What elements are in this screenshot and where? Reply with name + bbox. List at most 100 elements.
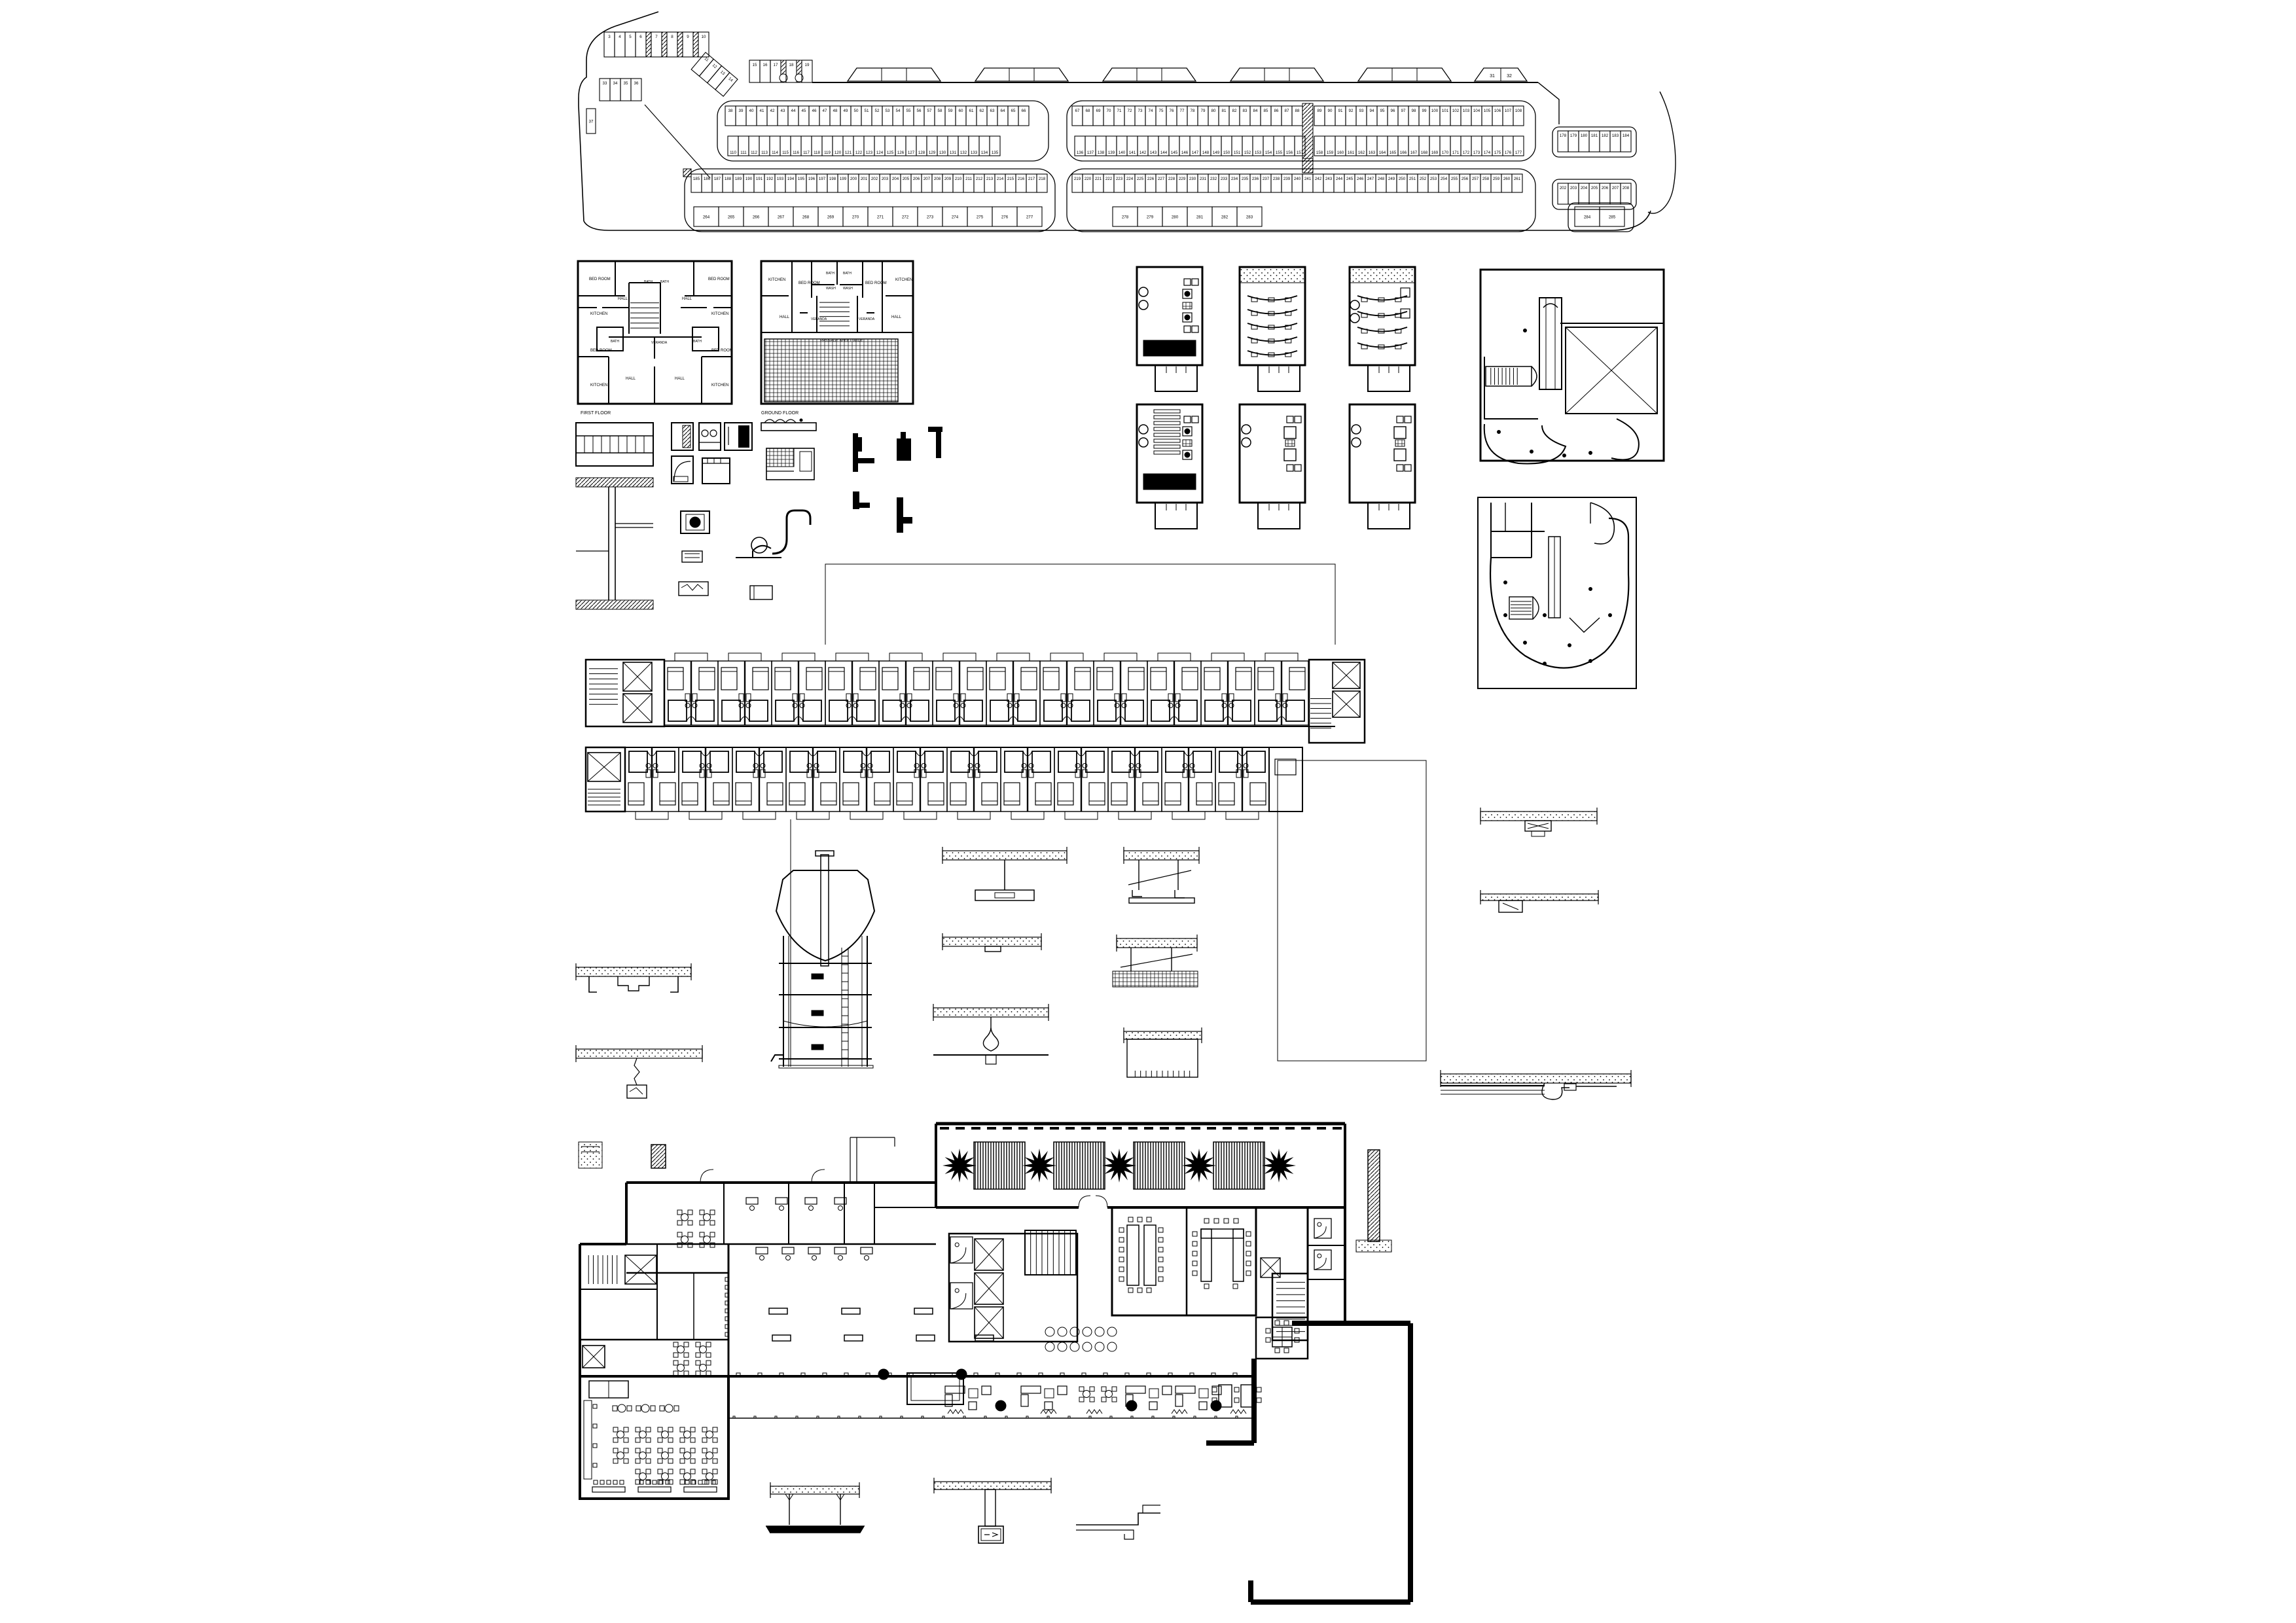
- svg-text:260: 260: [1503, 177, 1511, 181]
- room-label: WASH: [843, 287, 853, 291]
- room-label: BATH: [693, 340, 702, 344]
- svg-text:249: 249: [1388, 177, 1395, 181]
- svg-text:228: 228: [1168, 177, 1175, 181]
- svg-text:198: 198: [829, 177, 836, 181]
- svg-text:200: 200: [850, 177, 857, 181]
- svg-text:51: 51: [865, 109, 869, 113]
- room-label: BATH: [843, 272, 852, 276]
- svg-text:223: 223: [1116, 177, 1123, 181]
- svg-text:60: 60: [959, 109, 963, 113]
- svg-text:45: 45: [802, 109, 806, 113]
- svg-text:204: 204: [892, 177, 899, 181]
- svg-text:46: 46: [812, 109, 817, 113]
- svg-text:38: 38: [728, 109, 733, 113]
- svg-text:184: 184: [1623, 134, 1630, 138]
- svg-text:261: 261: [1514, 177, 1521, 181]
- svg-text:89: 89: [1318, 109, 1322, 113]
- svg-text:113: 113: [761, 151, 768, 155]
- room-label: VERANDA: [651, 341, 668, 345]
- room-label: PASSAGE 6FEET WIDE: [820, 339, 863, 343]
- svg-text:66: 66: [1022, 109, 1026, 113]
- boundary-walls: [1206, 1321, 1413, 1605]
- svg-text:19: 19: [805, 63, 810, 67]
- svg-text:15: 15: [753, 63, 757, 67]
- svg-text:6: 6: [639, 35, 642, 39]
- svg-text:118: 118: [814, 151, 820, 155]
- svg-text:282: 282: [1221, 215, 1229, 220]
- svg-text:276: 276: [1001, 215, 1009, 220]
- svg-text:284: 284: [1584, 215, 1591, 220]
- room-label: HALL: [675, 377, 685, 381]
- svg-text:234: 234: [1231, 177, 1238, 181]
- room-label: BED ROOM: [708, 277, 730, 281]
- svg-text:119: 119: [824, 151, 831, 155]
- svg-text:204: 204: [1581, 186, 1588, 190]
- svg-text:145: 145: [1171, 151, 1178, 155]
- svg-text:255: 255: [1451, 177, 1458, 181]
- svg-text:69: 69: [1096, 109, 1101, 113]
- svg-text:247: 247: [1367, 177, 1374, 181]
- svg-text:240: 240: [1294, 177, 1301, 181]
- svg-text:41: 41: [760, 109, 764, 113]
- svg-text:93: 93: [1359, 109, 1364, 113]
- svg-text:71: 71: [1117, 109, 1122, 113]
- svg-text:44: 44: [791, 109, 796, 113]
- svg-text:220: 220: [1085, 177, 1092, 181]
- svg-text:16: 16: [763, 63, 768, 67]
- svg-text:84: 84: [1253, 109, 1258, 113]
- svg-text:85: 85: [1264, 109, 1268, 113]
- svg-text:163: 163: [1369, 151, 1376, 155]
- svg-text:137: 137: [1087, 151, 1094, 155]
- room-label: BED ROOM: [711, 349, 733, 353]
- svg-text:238: 238: [1273, 177, 1280, 181]
- svg-text:176: 176: [1505, 151, 1512, 155]
- svg-text:280: 280: [1172, 215, 1179, 220]
- svg-text:154: 154: [1265, 151, 1272, 155]
- svg-text:177: 177: [1515, 151, 1522, 155]
- svg-text:181: 181: [1591, 134, 1598, 138]
- svg-text:127: 127: [908, 151, 915, 155]
- svg-text:206: 206: [1602, 186, 1609, 190]
- svg-text:244: 244: [1336, 177, 1343, 181]
- svg-text:254: 254: [1441, 177, 1448, 181]
- room-label: HALL: [891, 315, 902, 319]
- svg-text:140: 140: [1119, 151, 1126, 155]
- svg-text:191: 191: [756, 177, 763, 181]
- svg-text:173: 173: [1473, 151, 1480, 155]
- svg-text:256: 256: [1462, 177, 1469, 181]
- svg-text:3: 3: [608, 35, 611, 39]
- svg-text:205: 205: [1591, 186, 1598, 190]
- svg-text:246: 246: [1357, 177, 1364, 181]
- svg-text:242: 242: [1315, 177, 1322, 181]
- svg-text:131: 131: [950, 151, 957, 155]
- svg-text:138: 138: [1098, 151, 1105, 155]
- svg-text:183: 183: [1612, 134, 1619, 138]
- svg-text:114: 114: [772, 151, 778, 155]
- svg-text:61: 61: [969, 109, 974, 113]
- svg-text:281: 281: [1196, 215, 1204, 220]
- svg-text:56: 56: [917, 109, 922, 113]
- svg-text:218: 218: [1039, 177, 1046, 181]
- svg-text:108: 108: [1515, 109, 1522, 113]
- room-label: HALL: [682, 297, 692, 301]
- svg-text:37: 37: [589, 120, 594, 124]
- svg-text:7: 7: [655, 35, 658, 39]
- svg-text:126: 126: [897, 151, 905, 155]
- svg-text:95: 95: [1380, 109, 1385, 113]
- svg-text:166: 166: [1400, 151, 1407, 155]
- svg-text:212: 212: [976, 177, 983, 181]
- svg-text:208: 208: [934, 177, 941, 181]
- svg-text:142: 142: [1139, 151, 1147, 155]
- svg-text:205: 205: [903, 177, 910, 181]
- svg-text:279: 279: [1147, 215, 1154, 220]
- svg-text:33: 33: [603, 81, 607, 86]
- svg-text:129: 129: [929, 151, 936, 155]
- svg-text:207: 207: [1612, 186, 1619, 190]
- svg-text:36: 36: [634, 81, 639, 86]
- svg-text:209: 209: [944, 177, 952, 181]
- room-label: KITCHEN: [590, 312, 607, 316]
- svg-text:147: 147: [1192, 151, 1199, 155]
- svg-text:53: 53: [886, 109, 890, 113]
- svg-text:122: 122: [855, 151, 863, 155]
